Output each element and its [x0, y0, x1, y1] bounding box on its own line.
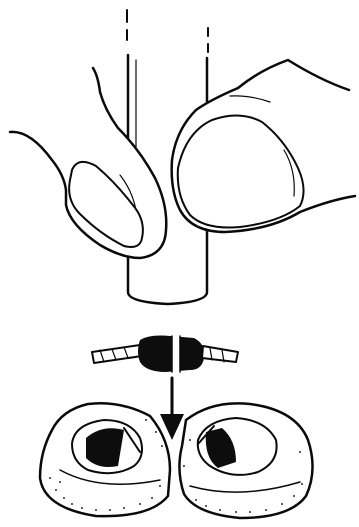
ferrite-ring-right-icon [179, 403, 312, 518]
diode-icon [92, 335, 238, 373]
thumb-icon [10, 68, 166, 258]
ferrite-ring-left-icon [40, 403, 170, 516]
finger-icon [172, 60, 355, 232]
arrow-down-icon [160, 378, 184, 440]
